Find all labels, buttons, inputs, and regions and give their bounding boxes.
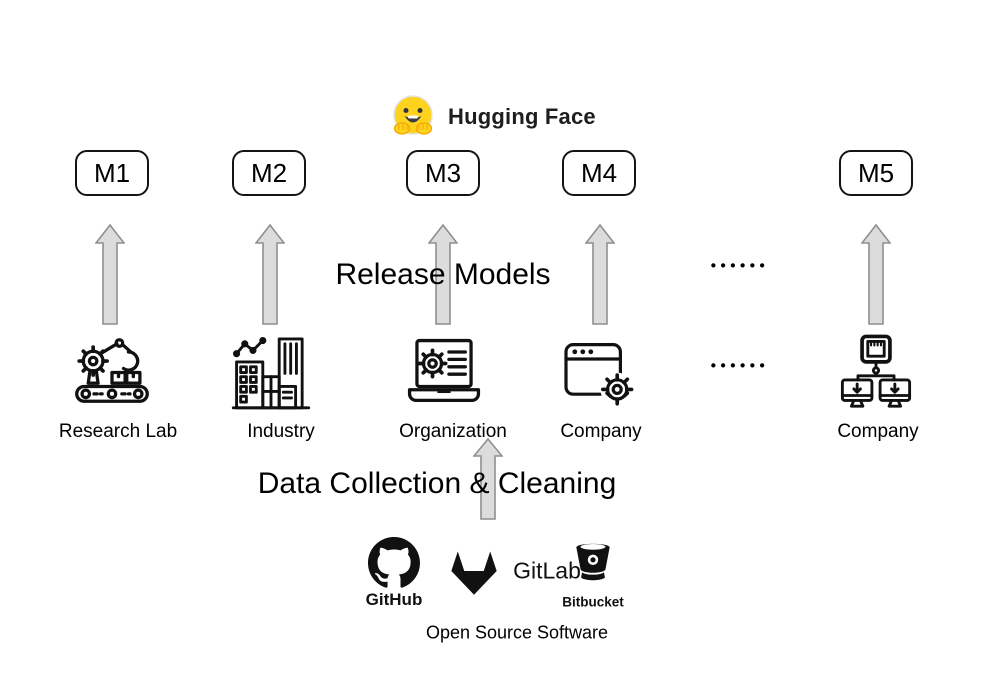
organization-icon — [407, 338, 481, 403]
up-arrow-icon — [861, 224, 891, 325]
model-box-m2: M2 — [232, 150, 306, 196]
data-collection-label: Data Collection & Cleaning — [257, 467, 617, 500]
up-arrow-icon — [95, 224, 125, 325]
entity-label-research-lab: Research Lab — [58, 421, 178, 442]
entity-label-organization: Organization — [399, 421, 507, 442]
entity-label-industry: Industry — [247, 421, 315, 442]
model-box-m5: M5 — [839, 150, 913, 196]
model-box-m4: M4 — [562, 150, 636, 196]
up-arrow-icon — [585, 224, 615, 325]
huggingface-logo: Hugging Face — [388, 92, 596, 142]
github-label: GitHub — [365, 590, 423, 609]
entity-label-company: Company — [560, 421, 642, 442]
ellipsis-dots-top: •••••• — [710, 257, 770, 275]
model-box-m3: M3 — [406, 150, 480, 196]
ellipsis-dots-bottom: •••••• — [710, 357, 770, 375]
up-arrow-icon — [473, 438, 503, 520]
gitlab-icon — [451, 551, 497, 595]
open-source-caption: Open Source Software — [425, 622, 609, 643]
research-lab-icon — [75, 338, 149, 403]
industry-icon — [231, 336, 311, 410]
up-arrow-icon — [255, 224, 285, 325]
release-models-label: Release Models — [335, 258, 551, 291]
company-gear-icon — [564, 343, 634, 407]
company-network-icon — [840, 334, 912, 408]
up-arrow-icon — [428, 224, 458, 325]
gitlab-label: GitLab — [513, 557, 581, 584]
model-box-m1: M1 — [75, 150, 149, 196]
huggingface-emoji-icon — [393, 95, 433, 135]
github-icon — [368, 537, 420, 588]
bitbucket-label: Bitbucket — [562, 594, 624, 610]
huggingface-wordmark: Hugging Face — [448, 104, 596, 129]
entity-label-company-2: Company — [837, 421, 919, 442]
bitbucket-icon — [576, 543, 610, 581]
